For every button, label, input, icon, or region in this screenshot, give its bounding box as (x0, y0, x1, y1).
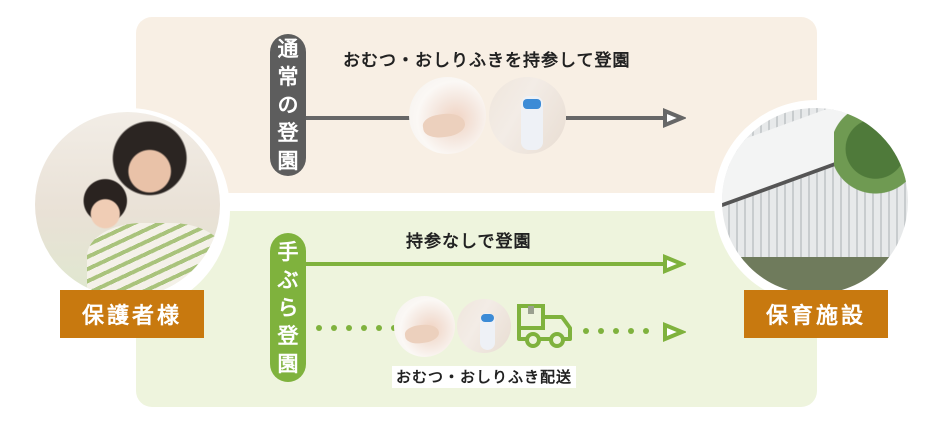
delivery-caption: おむつ・おしりふき配送 (392, 366, 577, 388)
arrow-right-icon (663, 322, 686, 342)
tebura-route-pill: 手 ぶ ら 登 園 (270, 233, 306, 382)
pill-char: 常 (277, 65, 299, 89)
source-badge: 保護者様 (60, 290, 204, 338)
tebura-route-heading: 持参なしで登園 (406, 232, 532, 252)
pill-char: 通 (277, 37, 299, 61)
pill-char: 園 (277, 351, 299, 376)
delivery-dotted-line (583, 328, 658, 334)
arrow-right-icon (663, 254, 686, 274)
normal-route-line (566, 116, 664, 120)
arrow-right-icon (663, 108, 686, 128)
pill-char: 手 (277, 239, 299, 264)
delivery-dotted-line (316, 325, 406, 331)
wipes-photo (489, 77, 566, 154)
normal-route-pill: 通 常 の 登 園 (270, 34, 306, 176)
diaper-photo (394, 296, 455, 357)
pill-char: の (277, 93, 299, 117)
diaper-photo (409, 77, 486, 154)
destination-badge: 保育施設 (744, 290, 888, 338)
pill-char: 園 (277, 149, 299, 173)
wipes-photo (457, 299, 511, 353)
normal-route-heading: おむつ・おしりふきを持参して登園 (343, 51, 631, 71)
facility-photo (722, 108, 908, 294)
tebura-route-line (306, 262, 664, 266)
source-label: 保護者様 (81, 304, 182, 329)
normal-route-line (306, 116, 410, 120)
pill-char: 登 (277, 121, 299, 145)
parent-photo (35, 112, 220, 297)
pill-char: ら (277, 295, 299, 320)
pill-char: 登 (277, 323, 299, 348)
delivery-truck-icon (517, 304, 572, 348)
pill-char: ぶ (277, 267, 299, 292)
destination-label: 保育施設 (765, 304, 866, 329)
